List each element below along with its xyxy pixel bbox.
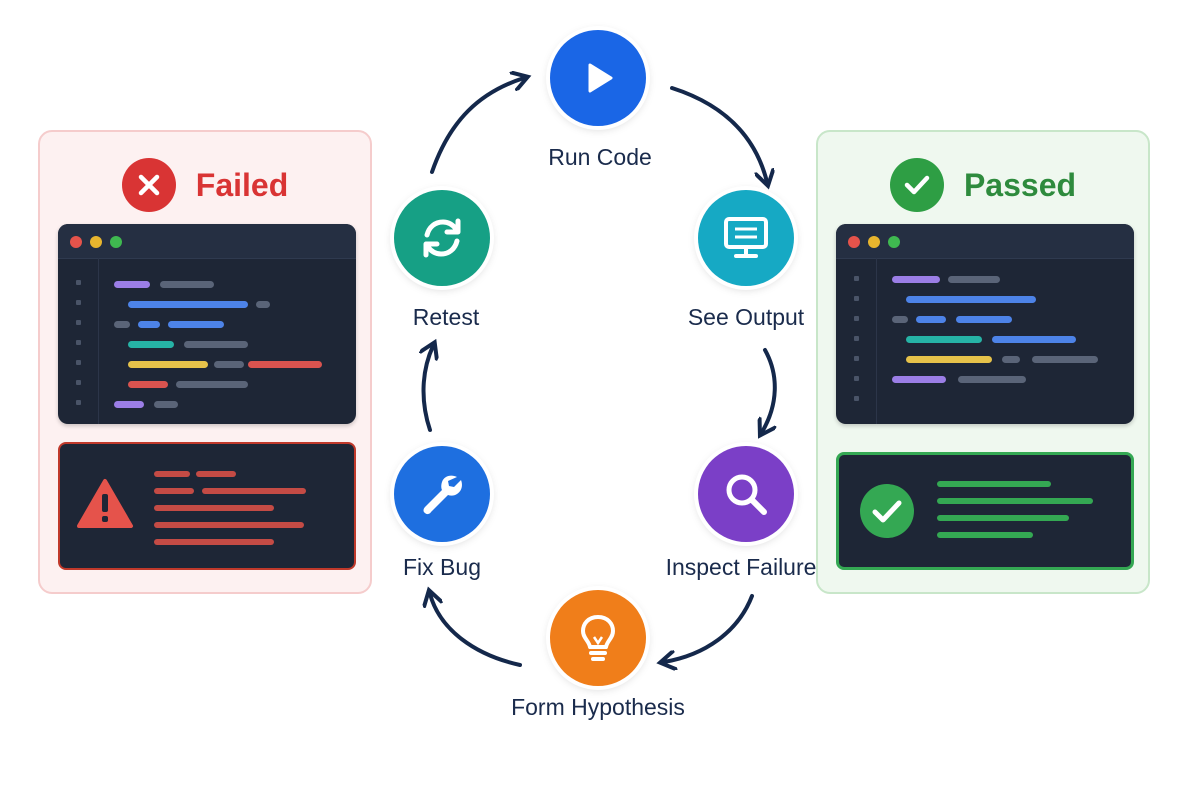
minimize-dot bbox=[868, 236, 880, 248]
line-gutter bbox=[836, 258, 877, 424]
check-circle-icon bbox=[889, 158, 944, 212]
lightbulb-icon bbox=[581, 615, 615, 661]
wrench-icon bbox=[423, 475, 462, 515]
arrow-run-to-output bbox=[670, 86, 767, 182]
warning-icon bbox=[77, 479, 133, 528]
fix-bug-node bbox=[394, 446, 490, 542]
window-titlebar bbox=[836, 224, 1134, 259]
arrow-retest-to-run bbox=[430, 78, 524, 174]
close-dot bbox=[70, 236, 82, 248]
play-icon bbox=[588, 63, 613, 93]
failed-code-window bbox=[58, 224, 356, 424]
arrow-inspect-to-hypothesis bbox=[664, 594, 754, 662]
arrow-fix-to-retest bbox=[424, 346, 433, 432]
arrow-output-to-inspect bbox=[762, 348, 777, 432]
failed-title: Failed bbox=[195, 166, 289, 203]
check-circle-icon bbox=[860, 484, 914, 538]
error-x-icon bbox=[121, 158, 176, 212]
passed-panel: Passed bbox=[816, 130, 1150, 594]
passed-code-window bbox=[836, 224, 1134, 424]
success-output-box bbox=[836, 452, 1134, 570]
see-output-label: See Output bbox=[687, 304, 805, 330]
inspect-failure-node bbox=[698, 446, 794, 542]
maximize-dot bbox=[888, 236, 900, 248]
form-hypothesis-label: Form Hypothesis bbox=[511, 694, 685, 720]
refresh-icon bbox=[423, 218, 461, 258]
line-gutter bbox=[58, 258, 99, 424]
failed-panel: Failed bbox=[38, 130, 372, 594]
inspect-failure-label: Inspect Failure bbox=[665, 554, 817, 580]
close-dot bbox=[848, 236, 860, 248]
retest-node bbox=[394, 190, 490, 286]
monitor-icon bbox=[724, 217, 768, 258]
run-code-node bbox=[550, 30, 646, 126]
run-code-label: Run Code bbox=[548, 144, 652, 170]
see-output-node bbox=[698, 190, 794, 286]
magnifier-icon bbox=[726, 474, 767, 515]
minimize-dot bbox=[90, 236, 102, 248]
maximize-dot bbox=[110, 236, 122, 248]
error-output-box bbox=[58, 442, 356, 570]
form-hypothesis-node bbox=[550, 590, 646, 686]
failed-header: Failed bbox=[40, 158, 370, 212]
passed-header: Passed bbox=[818, 158, 1148, 212]
window-titlebar bbox=[58, 224, 356, 259]
retest-label: Retest bbox=[412, 304, 480, 330]
arrow-hypothesis-to-fix bbox=[430, 594, 522, 667]
passed-title: Passed bbox=[963, 166, 1077, 203]
fix-bug-label: Fix Bug bbox=[403, 554, 481, 580]
